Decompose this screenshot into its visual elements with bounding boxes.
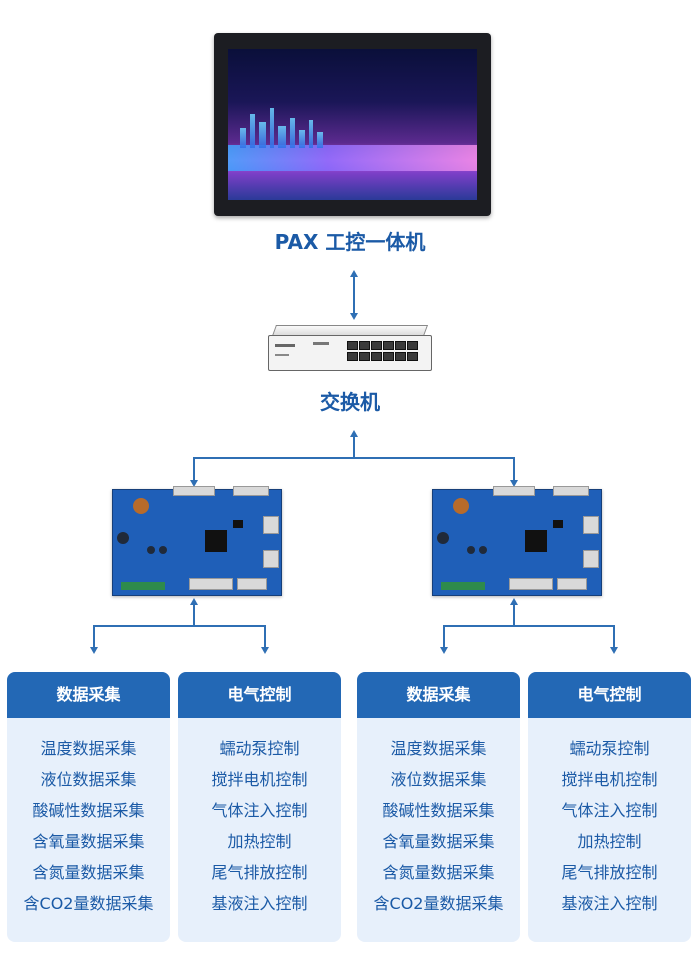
- list-item: 含氮量数据采集: [32, 863, 145, 882]
- arrow-down-icon: [90, 647, 98, 654]
- list-item: 加热控制: [227, 832, 292, 851]
- list-item: 气体注入控制: [211, 801, 308, 820]
- electrical-control-card: 电气控制 蠕动泵控制 搅拌电机控制 气体注入控制 加热控制 尾气排放控制 基液注…: [528, 672, 691, 942]
- list-item: 液位数据采集: [390, 770, 487, 789]
- list-item: 含CO2量数据采集: [23, 894, 154, 913]
- list-item: 蠕动泵控制: [569, 739, 650, 758]
- list-item: 加热控制: [577, 832, 642, 851]
- arrow-down-icon: [610, 647, 618, 654]
- screen-glow: [228, 145, 477, 171]
- list-item: 尾气排放控制: [561, 863, 658, 882]
- connector-board-2-branch: [443, 625, 615, 627]
- card-title: 电气控制: [528, 672, 691, 718]
- connector-to-card-3: [443, 625, 445, 647]
- electrical-control-card: 电气控制 蠕动泵控制 搅拌电机控制 气体注入控制 加热控制 尾气排放控制 基液注…: [178, 672, 341, 942]
- list-item: 基液注入控制: [561, 894, 658, 913]
- connector-to-board-1: [193, 457, 195, 480]
- arrow-up-icon: [350, 270, 358, 277]
- card-item-list: 蠕动泵控制 搅拌电机控制 气体注入控制 加热控制 尾气排放控制 基液注入控制: [178, 718, 341, 924]
- arrow-down-icon: [510, 480, 518, 487]
- connector-to-card-2: [264, 625, 266, 647]
- controller-board-2-image: [432, 486, 602, 596]
- data-acquisition-card: 数据采集 温度数据采集 液位数据采集 酸碱性数据采集 含氧量数据采集 含氮量数据…: [357, 672, 520, 942]
- arrow-down-icon: [261, 647, 269, 654]
- card-item-list: 温度数据采集 液位数据采集 酸碱性数据采集 含氧量数据采集 含氮量数据采集 含C…: [357, 718, 520, 924]
- connector-switch-branch: [193, 457, 515, 459]
- arrow-up-icon: [510, 598, 518, 605]
- card-title: 电气控制: [178, 672, 341, 718]
- connector-to-card-4: [613, 625, 615, 647]
- connector-board-2-trunk: [513, 604, 515, 626]
- data-acquisition-card: 数据采集 温度数据采集 液位数据采集 酸碱性数据采集 含氧量数据采集 含氮量数据…: [7, 672, 170, 942]
- connector-board-1-trunk: [193, 604, 195, 626]
- connector-board-1-branch: [93, 625, 266, 627]
- list-item: 含氮量数据采集: [382, 863, 495, 882]
- list-item: 搅拌电机控制: [211, 770, 308, 789]
- list-item: 含氧量数据采集: [382, 832, 495, 851]
- controller-board-1-image: [112, 486, 282, 596]
- arrow-up-icon: [190, 598, 198, 605]
- connector-pc-switch: [353, 275, 355, 315]
- list-item: 温度数据采集: [40, 739, 137, 758]
- arrow-up-icon: [350, 430, 358, 437]
- list-item: 液位数据采集: [40, 770, 137, 789]
- arrow-down-icon: [440, 647, 448, 654]
- industrial-pc-image: [214, 33, 491, 216]
- industrial-pc-label: PAX 工控一体机: [274, 230, 426, 254]
- card-item-list: 蠕动泵控制 搅拌电机控制 气体注入控制 加热控制 尾气排放控制 基液注入控制: [528, 718, 691, 924]
- list-item: 含氧量数据采集: [32, 832, 145, 851]
- card-title: 数据采集: [357, 672, 520, 718]
- connector-switch-trunk: [353, 436, 355, 458]
- arrow-down-icon: [350, 313, 358, 320]
- list-item: 气体注入控制: [561, 801, 658, 820]
- list-item: 尾气排放控制: [211, 863, 308, 882]
- list-item: 搅拌电机控制: [561, 770, 658, 789]
- list-item: 酸碱性数据采集: [382, 801, 495, 820]
- list-item: 基液注入控制: [211, 894, 308, 913]
- monitor-screen: [228, 49, 477, 200]
- list-item: 温度数据采集: [390, 739, 487, 758]
- card-title: 数据采集: [7, 672, 170, 718]
- list-item: 蠕动泵控制: [219, 739, 300, 758]
- card-item-list: 温度数据采集 液位数据采集 酸碱性数据采集 含氧量数据采集 含氮量数据采集 含C…: [7, 718, 170, 924]
- connector-to-board-2: [513, 457, 515, 480]
- connector-to-card-1: [93, 625, 95, 647]
- arrow-down-icon: [190, 480, 198, 487]
- network-switch-image: [268, 325, 432, 371]
- list-item: 酸碱性数据采集: [32, 801, 145, 820]
- switch-label: 交换机: [320, 390, 380, 414]
- list-item: 含CO2量数据采集: [373, 894, 504, 913]
